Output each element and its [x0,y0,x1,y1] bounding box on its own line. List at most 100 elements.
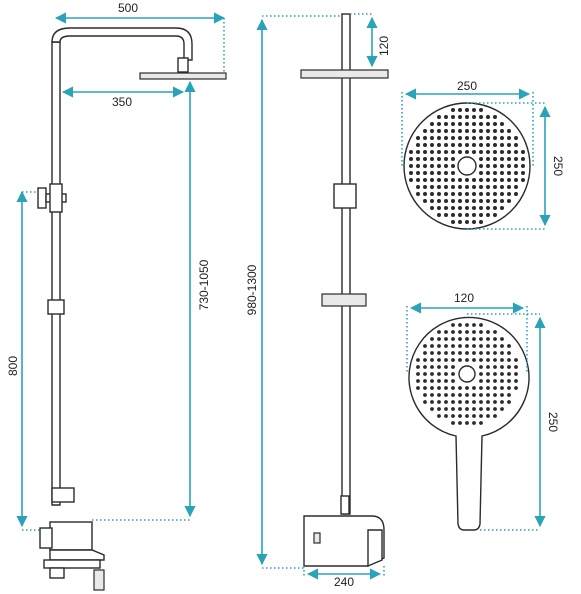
nozzle-dot [430,192,434,196]
nozzle-dot [465,178,469,182]
nozzle-dot [479,108,483,112]
nozzle-dot [437,393,441,397]
nozzle-dot [486,337,490,341]
nozzle-dot [451,358,455,362]
nozzle-dot [493,115,497,119]
nozzle-dot [465,407,469,411]
nozzle-dot [486,199,490,203]
nozzle-dot [458,330,462,334]
dim-lower-height: 800 [6,356,20,376]
nozzle-dot [500,122,504,126]
nozzle-dot [465,400,469,404]
nozzle-dot [423,157,427,161]
nozzle-dot [479,178,483,182]
nozzle-dot [486,393,490,397]
nozzle-dot [493,171,497,175]
nozzle-dot [430,407,434,411]
nozzle-dot [458,150,462,154]
nozzle-dot [486,213,490,217]
nozzle-dot [500,206,504,210]
nozzle-dot [437,407,441,411]
nozzle-dot [444,400,448,404]
nozzle-dot [451,213,455,217]
nozzle-dot [465,414,469,418]
nozzle-dot [486,372,490,376]
nozzle-dot [458,421,462,425]
nozzle-dot [514,358,518,362]
nozzle-dot [472,351,476,355]
nozzle-dot [479,115,483,119]
nozzle-dot [514,150,518,154]
nozzle-dot [486,185,490,189]
nozzle-dot [507,358,511,362]
nozzle-dot [479,393,483,397]
nozzle-dot [465,393,469,397]
nozzle-dot [458,344,462,348]
nozzle-dot [451,136,455,140]
side-valve [333,183,357,209]
nozzle-dot [423,143,427,147]
nozzle-dot [437,358,441,362]
nozzle-dot [479,414,483,418]
side-view-dimensions: 120 980-1300 240 [245,13,391,589]
nozzle-dot [493,164,497,168]
nozzle-dot [465,108,469,112]
nozzle-dot [472,122,476,126]
hand-nozzles [416,323,518,425]
nozzle-dot [472,206,476,210]
nozzle-dot [437,164,441,168]
nozzle-dot [444,136,448,140]
nozzle-dot [423,344,427,348]
nozzle-dot [444,213,448,217]
nozzle-dot [472,143,476,147]
nozzle-dot [465,213,469,217]
nozzle-dot [479,213,483,217]
nozzle-dot [437,192,441,196]
front-view [37,27,227,591]
nozzle-dot [423,393,427,397]
nozzle-dot [444,337,448,341]
nozzle-dot [444,379,448,383]
nozzle-dot [451,379,455,383]
nozzle-dot [472,393,476,397]
nozzle-dot [423,386,427,390]
nozzle-dot [493,337,497,341]
nozzle-dot [430,143,434,147]
nozzle-dot [486,365,490,369]
nozzle-dot [451,386,455,390]
nozzle-dot [472,115,476,119]
nozzle-dot [458,115,462,119]
nozzle-dot [451,150,455,154]
nozzle-dot [493,386,497,390]
nozzle-dot [451,407,455,411]
nozzle-dot [514,372,518,376]
nozzle-dot [493,393,497,397]
diverter-valve [37,183,67,213]
nozzle-dot [472,344,476,348]
nozzle-dot [472,199,476,203]
nozzle-dot [444,344,448,348]
nozzle-dot [465,386,469,390]
nozzle-dot [465,351,469,355]
nozzle-dot [430,157,434,161]
nozzle-dot [451,372,455,376]
nozzle-dot [416,143,420,147]
nozzle-dot [437,400,441,404]
nozzle-dot [514,157,518,161]
nozzle-dot [458,400,462,404]
nozzle-dot [465,129,469,133]
nozzle-dot [514,192,518,196]
nozzle-dot [451,192,455,196]
nozzle-dot [458,143,462,147]
nozzle-dot [423,372,427,376]
nozzle-dot [486,143,490,147]
nozzle-dot [437,351,441,355]
nozzle-dot [479,220,483,224]
nozzle-dot [521,157,525,161]
nozzle-dot [423,129,427,133]
nozzle-dot [437,365,441,369]
nozzle-dot [458,206,462,210]
dim-mixer-width: 240 [334,575,354,589]
nozzle-dot [458,192,462,196]
nozzle-dot [479,192,483,196]
